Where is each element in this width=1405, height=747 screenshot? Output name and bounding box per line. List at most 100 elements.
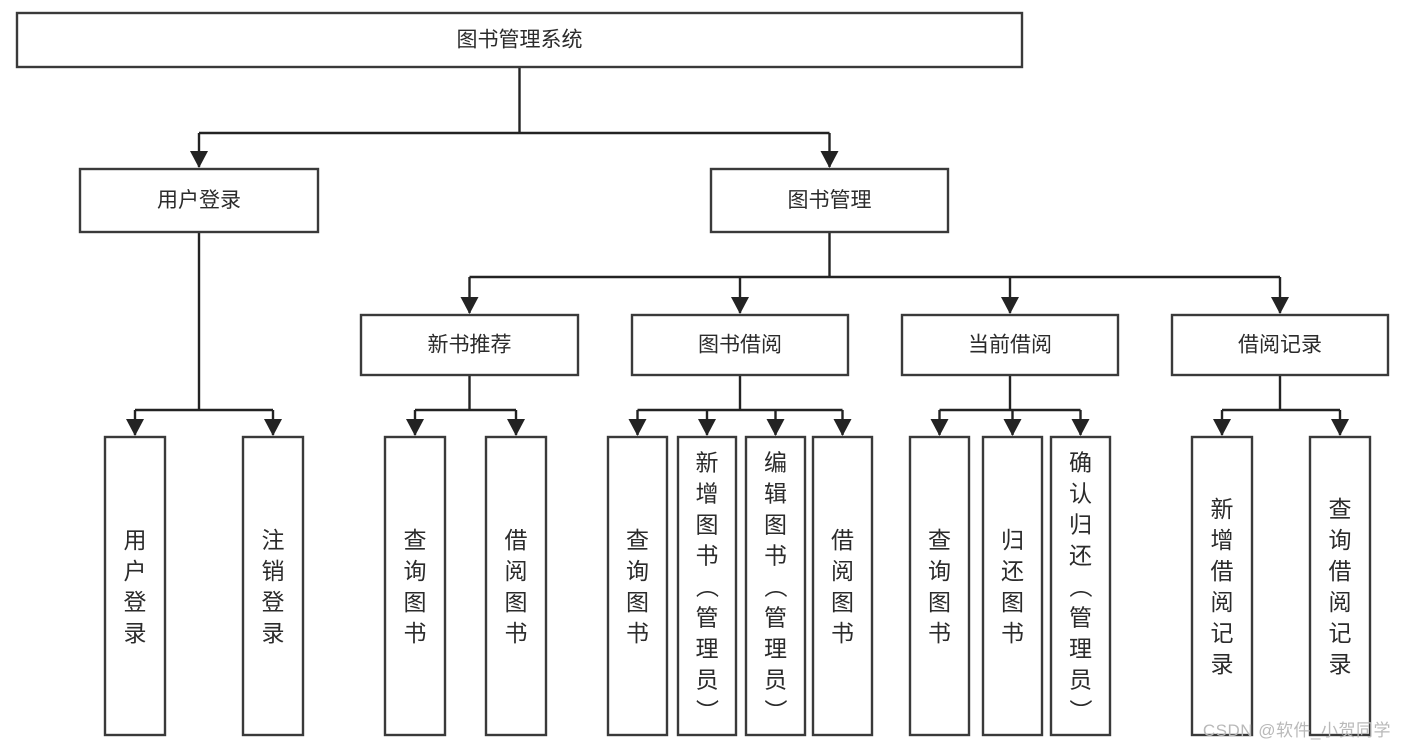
node-leaf-query-book-1-char: 查 — [404, 527, 427, 553]
node-leaf-confirm-return-admin-char: 认 — [1069, 481, 1092, 507]
node-leaf-user-login-char: 户 — [124, 558, 147, 584]
node-leaf-query-borrow-record-char: 记 — [1329, 620, 1352, 646]
node-book-manage[interactable]: 图书管理 — [709, 167, 950, 234]
node-leaf-add-book-admin-char: 图 — [696, 512, 719, 538]
node-leaf-user-login[interactable]: 用户登录 — [103, 435, 167, 737]
node-new-book-recommend-label: 新书推荐 — [428, 334, 512, 357]
node-leaf-query-book-1-char: 图 — [404, 589, 427, 615]
node-leaf-confirm-return-admin-char: ） — [1068, 699, 1094, 722]
node-root-system-label: 图书管理系统 — [457, 29, 583, 52]
node-leaf-query-book-2-char: 书 — [626, 620, 649, 646]
watermark-text: CSDN @软件_小贺同学 — [1202, 721, 1391, 740]
node-book-borrow-label: 图书借阅 — [698, 334, 782, 357]
arrow-head-icon — [820, 151, 839, 168]
node-leaf-query-borrow-record-char: 查 — [1329, 496, 1352, 522]
node-leaf-confirm-return-admin-char: 归 — [1069, 512, 1092, 538]
arrow-head-icon — [1331, 419, 1349, 436]
node-leaf-query-borrow-record-char: 借 — [1329, 558, 1352, 584]
node-leaf-borrow-book-1-char: 书 — [505, 620, 528, 646]
node-leaf-add-book-admin-char: 员 — [696, 667, 719, 693]
node-leaf-query-book-1-char: 书 — [404, 620, 427, 646]
node-leaf-user-logout-char: 销 — [262, 558, 285, 584]
node-leaf-user-login-char: 录 — [124, 620, 147, 646]
node-leaf-query-book-3-char: 图 — [928, 589, 951, 615]
node-current-borrow[interactable]: 当前借阅 — [900, 313, 1120, 377]
arrow-head-icon — [190, 151, 208, 168]
node-leaf-confirm-return-admin-char: （ — [1068, 575, 1094, 598]
arrow-head-icon — [460, 297, 479, 314]
node-leaf-add-book-admin-char: 新 — [696, 450, 719, 476]
node-user-login[interactable]: 用户登录 — [78, 167, 320, 234]
node-leaf-add-book-admin-char: 管 — [696, 605, 719, 631]
node-leaf-user-login-char: 用 — [124, 527, 147, 553]
node-leaf-query-book-3-char: 书 — [928, 620, 951, 646]
node-leaf-add-borrow-record-char: 增 — [1211, 527, 1234, 553]
arrow-head-icon — [698, 419, 716, 436]
node-leaf-confirm-return-admin-char: 员 — [1069, 667, 1092, 693]
node-leaf-query-book-3-char: 询 — [928, 558, 951, 584]
node-leaf-query-borrow-record-char: 录 — [1329, 651, 1352, 677]
node-leaf-return-book-char: 图 — [1001, 589, 1024, 615]
node-leaf-return-book-char: 还 — [1001, 558, 1024, 584]
node-leaf-borrow-book-1-char: 借 — [505, 527, 528, 553]
node-book-borrow[interactable]: 图书借阅 — [630, 313, 850, 377]
node-leaf-edit-book-admin-char: 编 — [764, 450, 787, 476]
arrow-head-icon — [126, 419, 144, 436]
arrow-head-icon — [833, 419, 852, 436]
arrow-head-icon — [1071, 419, 1090, 436]
node-leaf-add-book-admin-char: 增 — [696, 481, 719, 507]
node-leaf-confirm-return-admin-char: 理 — [1069, 636, 1092, 662]
node-leaf-borrow-book-1-char: 图 — [505, 589, 528, 615]
node-leaf-edit-book-admin-char: 员 — [764, 667, 787, 693]
node-leaf-borrow-book-2-char: 借 — [831, 527, 854, 553]
arrow-head-icon — [1271, 297, 1289, 314]
node-borrow-record-label: 借阅记录 — [1238, 334, 1322, 357]
node-user-login-label: 用户登录 — [157, 189, 241, 212]
node-leaf-confirm-return-admin-char: 管 — [1069, 605, 1092, 631]
node-leaf-add-book-admin-char: 理 — [696, 636, 719, 662]
node-borrow-record[interactable]: 借阅记录 — [1170, 313, 1390, 377]
node-leaf-edit-book-admin-char: 理 — [764, 636, 787, 662]
arrow-head-icon — [766, 419, 785, 436]
node-leaf-add-book-admin-char: （ — [694, 575, 720, 598]
node-leaf-confirm-return-admin-char: 还 — [1069, 543, 1092, 569]
node-leaf-add-borrow-record-char: 借 — [1211, 558, 1234, 584]
node-leaf-borrow-book-2-char: 图 — [831, 589, 854, 615]
node-leaf-query-book-2-char: 询 — [626, 558, 649, 584]
arrow-head-icon — [1001, 297, 1019, 314]
node-leaf-confirm-return-admin-char: 确 — [1069, 450, 1092, 476]
connector-lines-group — [126, 67, 1349, 436]
node-leaf-query-borrow-record-char: 询 — [1329, 527, 1352, 553]
node-leaf-borrow-book-1-char: 阅 — [505, 558, 528, 584]
node-leaf-edit-book-admin-char: 管 — [764, 605, 787, 631]
arrow-head-icon — [930, 419, 949, 436]
node-leaf-borrow-book-2-char: 书 — [831, 620, 854, 646]
node-new-book-recommend[interactable]: 新书推荐 — [359, 313, 580, 377]
node-leaf-user-logout-char: 注 — [262, 527, 285, 553]
node-leaf-add-book-admin-char: 书 — [696, 543, 719, 569]
node-leaf-edit-book-admin-char: 辑 — [764, 481, 787, 507]
node-leaf-query-book-2-char: 查 — [626, 527, 649, 553]
arrow-head-icon — [406, 419, 424, 436]
node-boxes-group[interactable]: 图书管理系统用户登录图书管理新书推荐图书借阅当前借阅借阅记录用户登录注销登录查询… — [15, 11, 1390, 737]
node-leaf-edit-book-admin-char: 图 — [764, 512, 787, 538]
node-leaf-query-borrow-record-char: 阅 — [1329, 589, 1352, 615]
node-root-system[interactable]: 图书管理系统 — [15, 11, 1024, 69]
node-leaf-query-book-2-char: 图 — [626, 589, 649, 615]
arrow-head-icon — [264, 419, 282, 436]
node-leaf-user-logout-char: 录 — [262, 620, 285, 646]
